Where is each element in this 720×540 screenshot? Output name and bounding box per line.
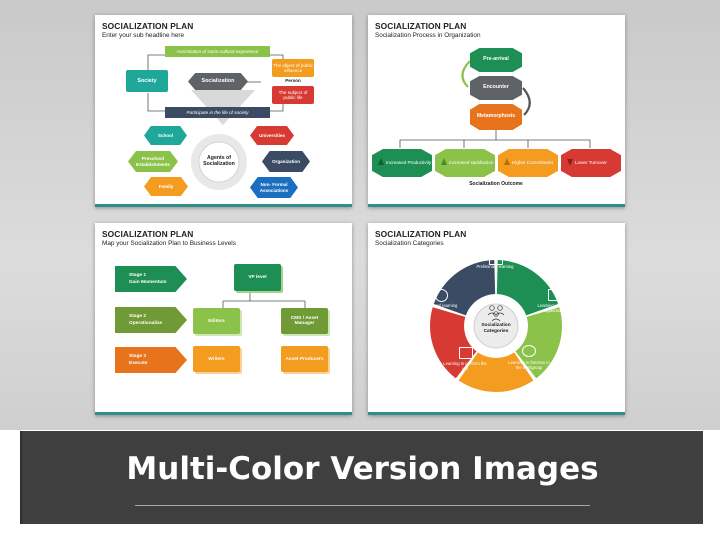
outcome-label: Socialization Outcome <box>469 181 523 188</box>
stage-name: Stage 1 <box>129 272 147 278</box>
agent-school[interactable]: School <box>144 126 187 145</box>
slide-subtitle: Enter your sub headline here <box>102 32 185 39</box>
agent-universities[interactable]: Universities <box>250 126 294 145</box>
stage-desc: Operationalize <box>129 321 163 326</box>
agent-family[interactable]: Family <box>144 177 188 196</box>
org-chart-icon <box>548 289 562 301</box>
slide-title: SOCIALIZATION PLAN <box>102 229 194 239</box>
ring-segment-preliminary[interactable] <box>496 260 559 316</box>
society-box[interactable]: Society <box>126 70 168 92</box>
segment-perform-job[interactable]: Learning to perform the job <box>443 361 487 372</box>
categories-center-circle <box>473 303 519 349</box>
stage-1-arrow[interactable]: Stage 1 Gain Momentum <box>115 266 187 292</box>
ring-segment-organization[interactable] <box>515 307 562 379</box>
agents-center-label: Agents of Socialization <box>203 155 235 167</box>
level-vp[interactable]: VP level <box>234 264 281 291</box>
process-connectors <box>399 60 591 148</box>
slide-socialization-process[interactable]: SOCIALIZATION PLAN Socialization Process… <box>368 15 625 207</box>
level-writers[interactable]: Writers <box>193 346 240 372</box>
stage-2-arrow[interactable]: Stage 2 Operationalize <box>115 307 187 333</box>
categories-center-label: Socialization Categories <box>481 323 511 334</box>
network-icon <box>435 289 448 302</box>
ring-segment-perform-job[interactable] <box>430 307 477 379</box>
arrow-up-icon <box>378 158 384 165</box>
step-metamorphosis[interactable]: Metamorphosis <box>470 104 522 130</box>
top-bar: Assimilation of socio-cultural experienc… <box>165 46 270 57</box>
slide-accent-bar <box>95 204 352 207</box>
object-box[interactable]: The object of public influence <box>272 59 314 77</box>
ring-segment-workgroup[interactable] <box>458 352 534 392</box>
slide-business-levels[interactable]: SOCIALIZATION PLAN Map your Socializatio… <box>95 223 352 415</box>
step-pre-arrival[interactable]: Pre-arrival <box>470 48 522 72</box>
book-icon <box>489 255 503 265</box>
agent-preschool[interactable]: Preschool Establishments <box>128 151 178 172</box>
agent-non-formal[interactable]: Non- Formal Associations <box>250 177 298 198</box>
presentation-icon <box>459 347 473 359</box>
segment-organization[interactable]: Learning about the organization <box>537 303 573 314</box>
arrow-down-icon <box>567 159 573 166</box>
slide-subtitle: Socialization Process in Organization <box>375 32 481 39</box>
segment-preliminary[interactable]: Preliminary learning <box>476 264 514 269</box>
level-asset-producers[interactable]: Asset Producers <box>281 346 328 372</box>
level-editors[interactable]: Editors <box>193 308 240 334</box>
slide-socialization-categories[interactable]: SOCIALIZATION PLAN Socialization Categor… <box>368 223 625 415</box>
team-icon <box>522 345 536 357</box>
slide-accent-bar <box>95 412 352 415</box>
slide-title: SOCIALIZATION PLAN <box>375 21 467 31</box>
ring-segment-personal[interactable] <box>433 260 496 316</box>
segment-workgroup[interactable]: Learning to function in the workgroup <box>508 360 550 371</box>
stage-3-arrow[interactable]: Stage 3 Execute <box>115 347 187 373</box>
outcome-satisfaction[interactable]: Increased satisfaction <box>435 149 495 177</box>
people-icon <box>487 305 505 322</box>
person-label: Person <box>285 78 301 84</box>
subject-box[interactable]: The subject of public life <box>272 86 314 104</box>
level-cms[interactable]: CMS / Asset Manager <box>281 308 328 334</box>
bottom-bar: Participate in the life of society <box>165 107 270 118</box>
arrow-up-icon <box>504 158 510 165</box>
step-encounter[interactable]: Encounter <box>470 76 522 100</box>
slide-accent-bar <box>368 412 625 415</box>
stage-name: Stage 3 <box>129 353 147 359</box>
agent-organization[interactable]: Organization <box>262 151 310 172</box>
slide-title: SOCIALIZATION PLAN <box>375 229 467 239</box>
arrow-up-icon <box>441 158 447 165</box>
org-connectors <box>222 291 306 308</box>
slide-title: SOCIALIZATION PLAN <box>102 21 194 31</box>
footer-banner: Multi-Color Version Images <box>20 431 703 524</box>
footer-title: Multi-Color Version Images <box>126 451 599 487</box>
segment-personal[interactable]: Personal learning <box>424 303 458 308</box>
stage-desc: Execute <box>129 361 148 366</box>
socialization-box[interactable]: Socialization <box>188 73 248 90</box>
stage-desc: Gain Momentum <box>129 280 167 285</box>
slide-accent-bar <box>368 204 625 207</box>
categories-ring <box>430 260 562 392</box>
slide-agents-of-socialization[interactable]: SOCIALIZATION PLAN Enter your sub headli… <box>95 15 352 207</box>
slide-subtitle: Map your Socialization Plan to Business … <box>102 240 236 247</box>
slide-subtitle: Socialization Categories <box>375 240 444 247</box>
footer-divider <box>135 505 590 506</box>
stage-name: Stage 2 <box>129 313 147 319</box>
